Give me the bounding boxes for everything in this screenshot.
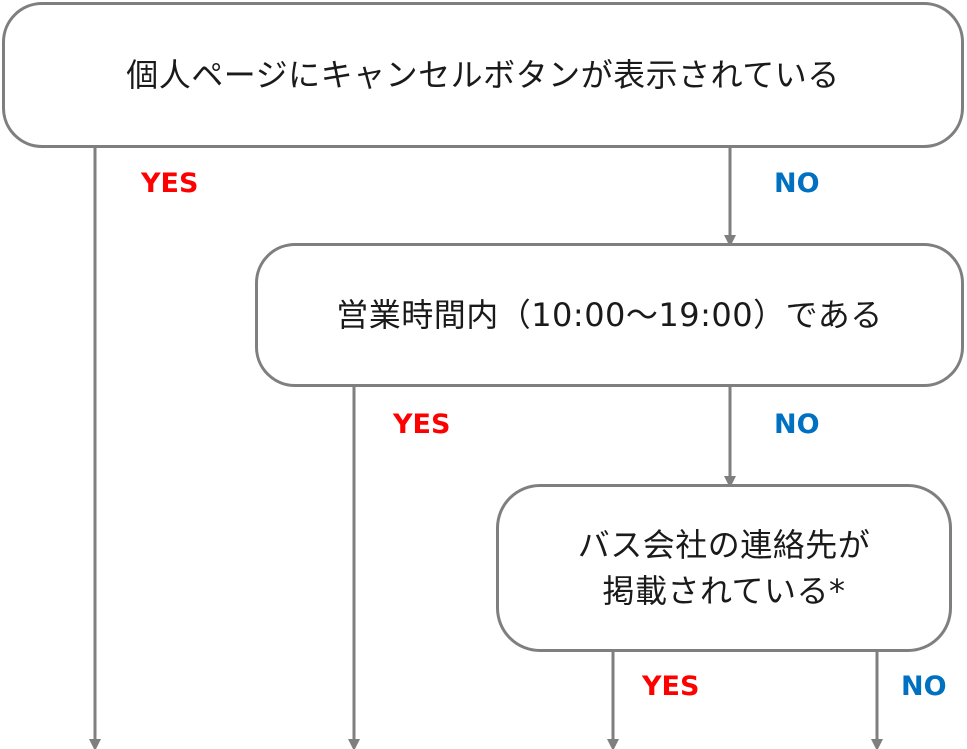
decision-bus-company-contact-line2: 掲載されている* [602, 572, 846, 610]
decision-bus-company-contact: バス会社の連絡先が 掲載されている* [496, 484, 952, 652]
decision-cancel-button-shown: 個人ページにキャンセルボタンが表示されている [2, 2, 964, 148]
no-label-node2: NO [774, 409, 820, 440]
decision-bus-company-contact-text: バス会社の連絡先が 掲載されている* [578, 522, 871, 615]
decision-cancel-button-shown-text: 個人ページにキャンセルボタンが表示されている [126, 55, 840, 94]
no-label-node1: NO [774, 168, 820, 199]
yes-label-node3: YES [642, 671, 700, 702]
decision-business-hours-text: 営業時間内（10:00～19:00）である [336, 295, 883, 334]
decision-bus-company-contact-line1: バス会社の連絡先が [577, 525, 871, 564]
no-label-node3: NO [901, 671, 947, 702]
decision-business-hours: 営業時間内（10:00～19:00）である [255, 243, 964, 387]
yes-label-node2: YES [393, 409, 451, 440]
yes-label-node1: YES [141, 168, 199, 199]
